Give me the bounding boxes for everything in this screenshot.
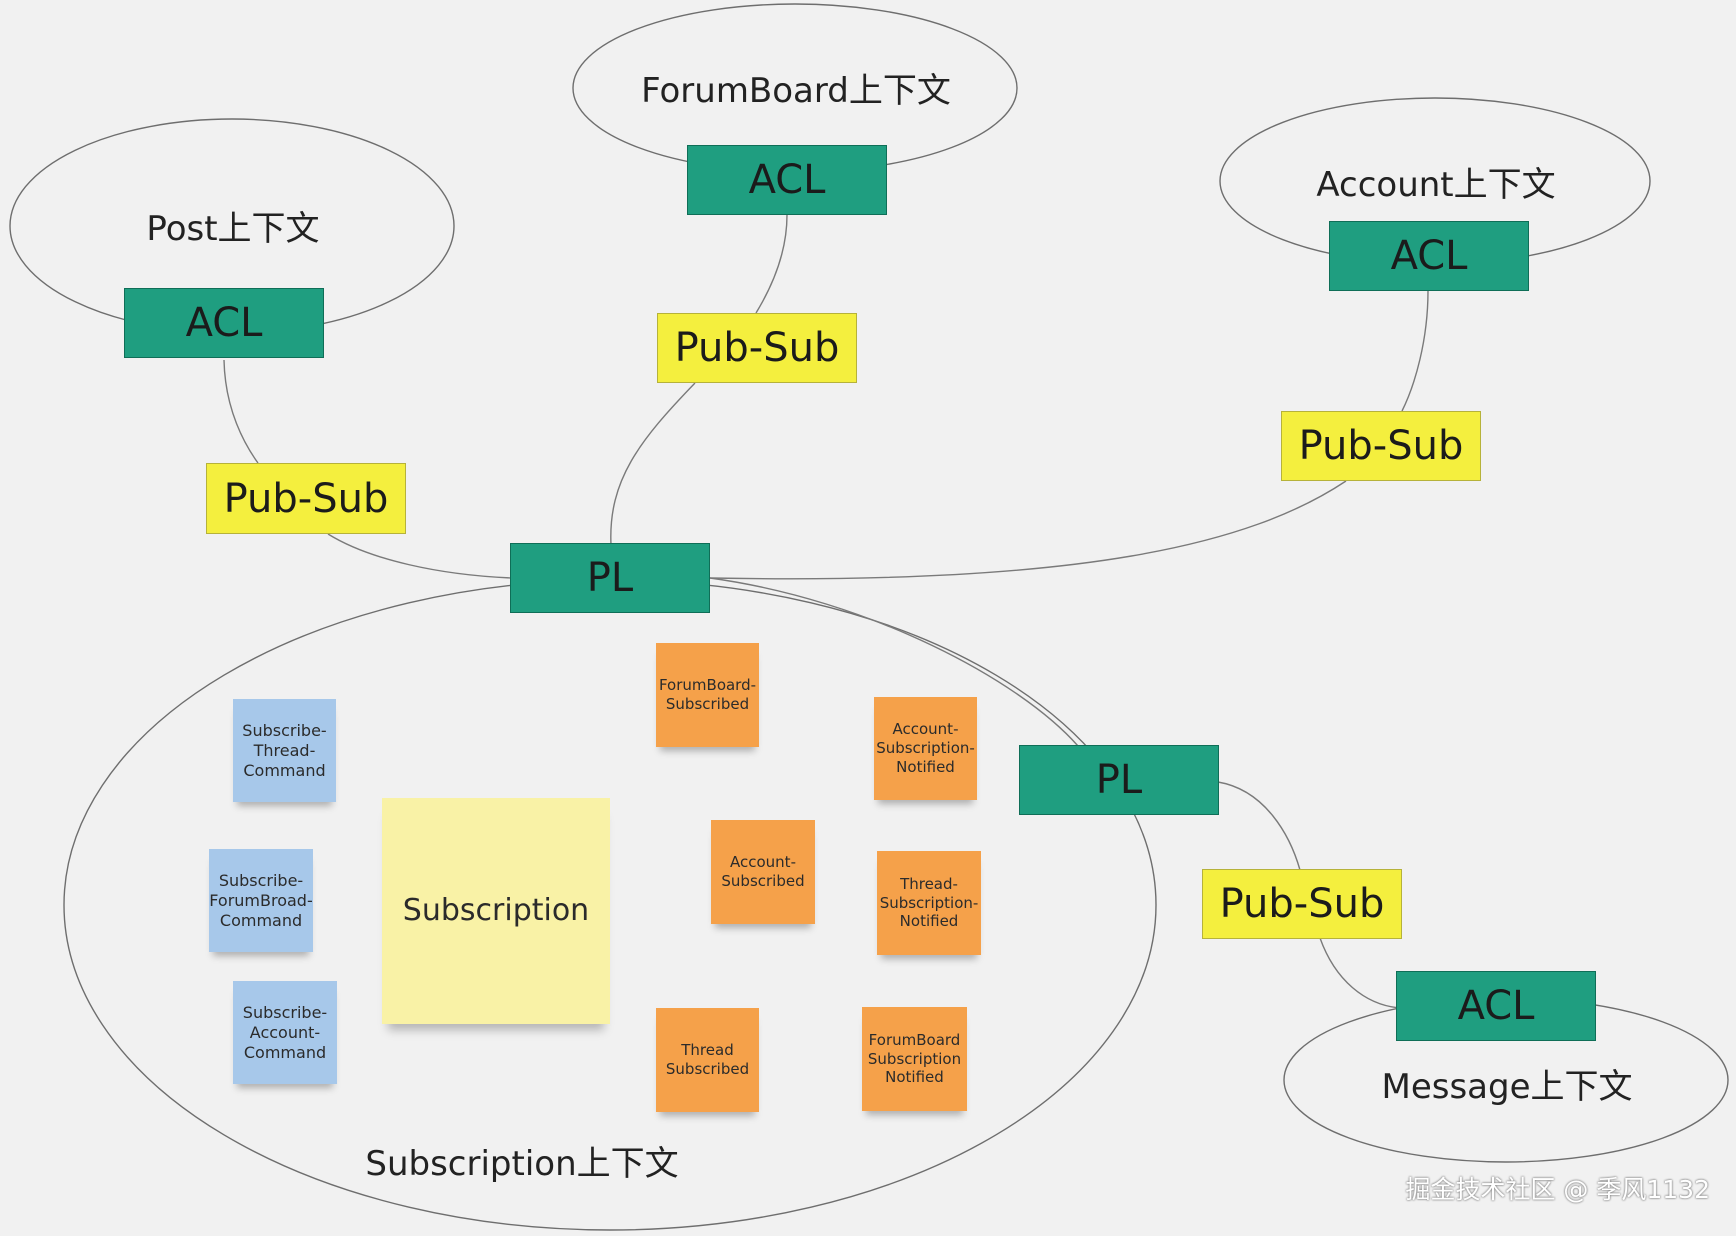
account-subscribed-event-note: Account- Subscribed	[711, 820, 815, 924]
connector-account-pubsub-pl	[709, 480, 1347, 580]
message-acl-box: ACL	[1396, 971, 1596, 1041]
connector-pl-message-pubsub	[1217, 781, 1301, 871]
watermark-text: 掘金技术社区 @ 季风1132	[1405, 1175, 1710, 1204]
connector-forumboard-pubsub-pl	[610, 382, 696, 546]
subscribe-thread-command-note: Subscribe- Thread- Command	[233, 699, 336, 802]
forumboard-subscription-notified-event-note: ForumBoard Subscription Notified	[862, 1007, 967, 1111]
connector-account-acl-pubsub	[1401, 290, 1429, 412]
subscribe-forumbroad-command-note: Subscribe- ForumBroad- Command	[209, 849, 313, 952]
thread-subscription-notified-event-note: Thread- Subscription- Notified	[877, 851, 981, 955]
subscription-pl-box: PL	[510, 543, 710, 613]
connector-post-pubsub-pl	[327, 533, 513, 579]
post-acl-box: ACL	[124, 288, 324, 358]
subscribe-account-command-note: Subscribe- Account- Command	[233, 981, 337, 1084]
message-pubsub-box: Pub-Sub	[1202, 869, 1402, 939]
connector-message-pubsub-acl	[1319, 937, 1401, 1009]
message-pl-box: PL	[1019, 745, 1219, 815]
message-context-label: Message上下文	[1381, 1067, 1632, 1107]
account-acl-box: ACL	[1329, 221, 1529, 291]
account-subscription-notified-event-note: Account- Subscription- Notified	[874, 697, 977, 800]
forumboard-context-label: ForumBoard上下文	[641, 71, 951, 111]
connector-post-acl-pubsub	[223, 359, 259, 464]
forumboard-subscribed-event-note: ForumBoard- Subscribed	[656, 643, 759, 747]
connector-forumboard-acl-pubsub	[755, 214, 788, 314]
post-context-label: Post上下文	[146, 209, 319, 249]
forumboard-acl-box: ACL	[687, 145, 887, 215]
post-pubsub-box: Pub-Sub	[206, 463, 406, 534]
thread-subscribed-event-note: Thread Subscribed	[656, 1008, 759, 1112]
subscription-aggregate-note: Subscription	[382, 798, 610, 1024]
subscription-context-label: Subscription上下文	[365, 1144, 678, 1184]
account-context-label: Account上下文	[1316, 165, 1555, 205]
connector-pl-to-pl	[709, 577, 1079, 747]
forumboard-pubsub-box: Pub-Sub	[657, 313, 857, 383]
account-pubsub-box: Pub-Sub	[1281, 411, 1481, 481]
